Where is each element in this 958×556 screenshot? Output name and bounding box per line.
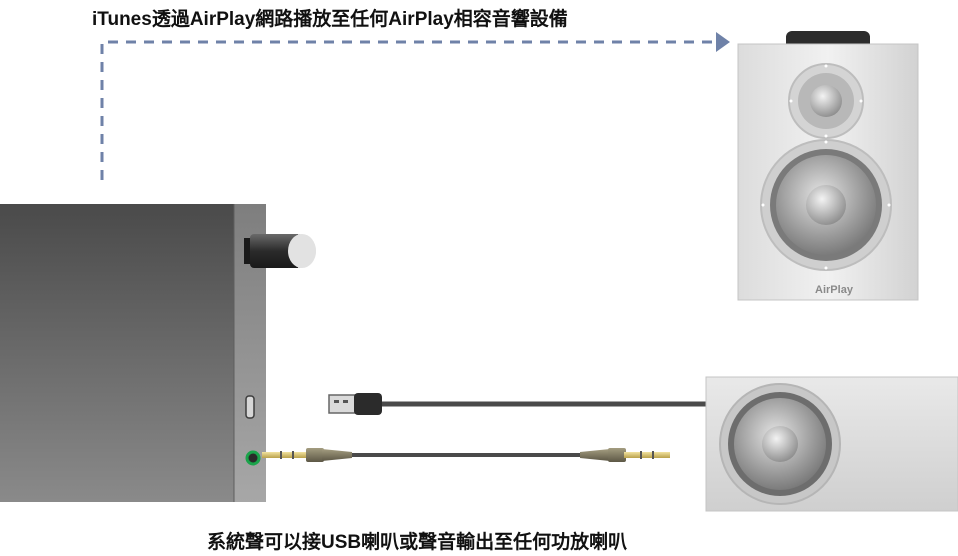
usb-port bbox=[245, 395, 255, 419]
audio-jack-icon bbox=[580, 448, 670, 462]
audio-jack-icon bbox=[262, 448, 352, 462]
airplay-stream-arrow bbox=[100, 32, 730, 180]
audio-out-port bbox=[245, 450, 261, 466]
mac-mini-icon bbox=[0, 204, 266, 502]
airplay-speaker-icon: AirPlay bbox=[737, 31, 919, 301]
usb-cable bbox=[328, 393, 709, 415]
ir-receiver-icon bbox=[244, 234, 316, 268]
usb-plug-icon bbox=[328, 393, 382, 415]
speaker-icon bbox=[705, 376, 958, 512]
speaker-brand-label: AirPlay bbox=[815, 284, 854, 296]
audio-cable bbox=[262, 448, 670, 462]
caption-usb-output: 系統聲可以接USB喇叭或聲音輸出至任何功放喇叭 bbox=[207, 532, 628, 553]
caption-airplay: iTunes透過AirPlay網路播放至任何AirPlay相容音響設備 bbox=[92, 9, 568, 30]
